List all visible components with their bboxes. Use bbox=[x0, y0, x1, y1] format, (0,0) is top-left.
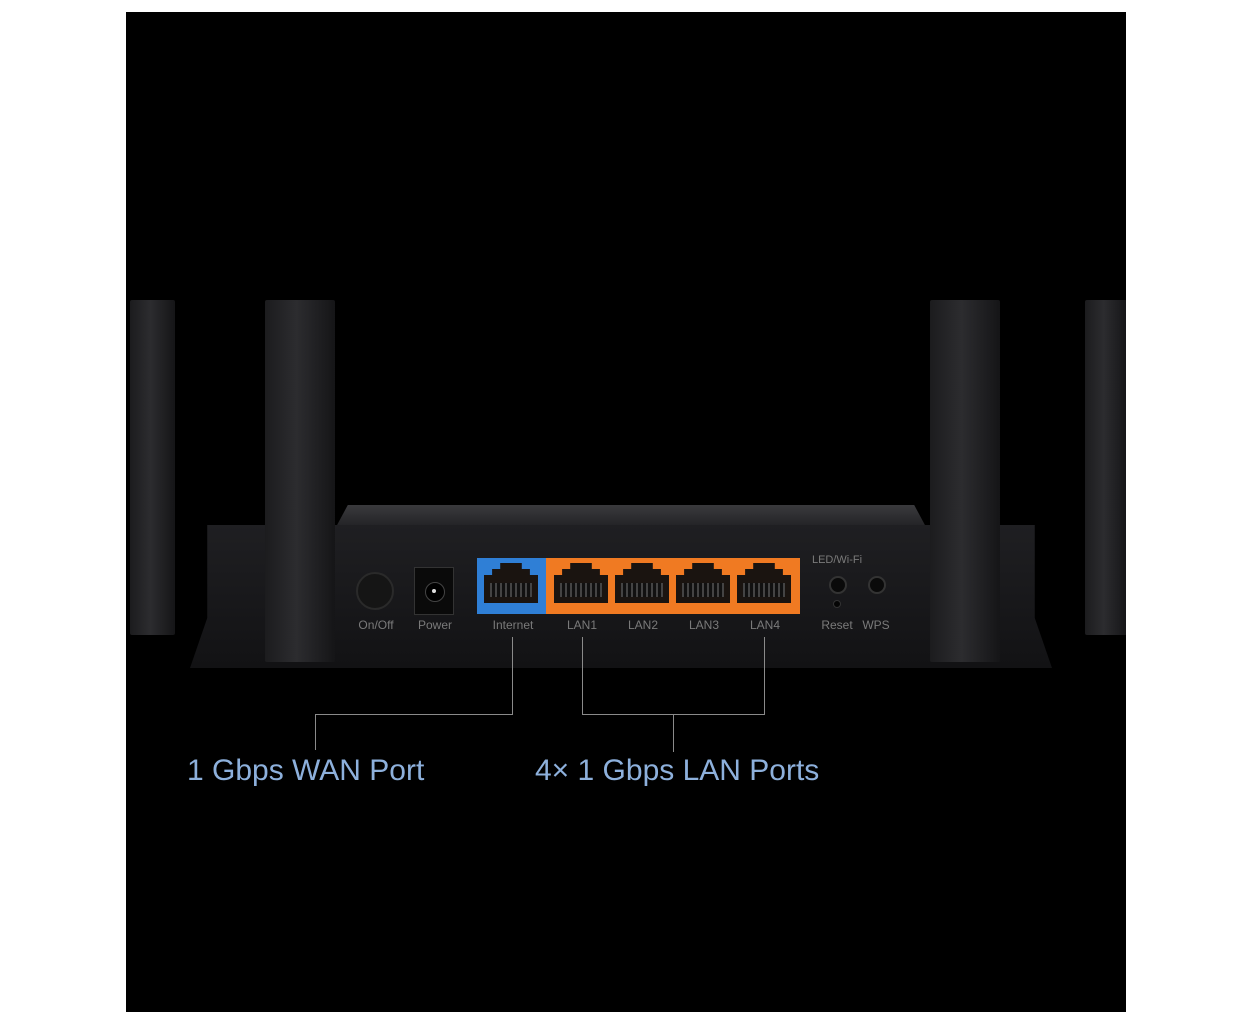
lan-caption: 4× 1 Gbps LAN Ports bbox=[535, 754, 820, 787]
lan3-port bbox=[676, 563, 730, 603]
router-top-face bbox=[336, 505, 926, 527]
wan-callout-line bbox=[512, 637, 513, 714]
lan1-label: LAN1 bbox=[566, 618, 598, 632]
led-wifi-label: LED/Wi-Fi bbox=[811, 554, 863, 566]
led-wifi-button[interactable] bbox=[829, 576, 847, 594]
switch-label: On/Off bbox=[358, 618, 394, 632]
wan-callout-line bbox=[315, 714, 513, 715]
router-product-image: On/Off Power Internet LAN1 LAN2 LAN3 LAN… bbox=[126, 12, 1126, 1012]
lan4-port bbox=[737, 563, 791, 603]
internet-port bbox=[484, 563, 538, 603]
wps-button[interactable] bbox=[868, 576, 886, 594]
wan-callout-line bbox=[315, 714, 316, 750]
lan1-port bbox=[554, 563, 608, 603]
power-label: Power bbox=[417, 618, 453, 632]
power-jack bbox=[414, 567, 454, 615]
lan4-label: LAN4 bbox=[749, 618, 781, 632]
antenna-outer-left bbox=[130, 300, 175, 635]
antenna-inner-left bbox=[265, 300, 335, 662]
antenna-outer-right bbox=[1085, 300, 1126, 635]
reset-pinhole[interactable] bbox=[833, 600, 841, 608]
wan-caption: 1 Gbps WAN Port bbox=[187, 754, 425, 787]
lan2-port bbox=[615, 563, 669, 603]
antenna-inner-right bbox=[930, 300, 1000, 662]
lan3-label: LAN3 bbox=[688, 618, 720, 632]
lan-callout-line bbox=[673, 714, 674, 752]
wps-label: WPS bbox=[862, 618, 890, 632]
internet-label: Internet bbox=[492, 618, 534, 632]
lan2-label: LAN2 bbox=[627, 618, 659, 632]
lan-callout-line bbox=[764, 637, 765, 714]
lan-callout-line bbox=[582, 637, 583, 714]
power-switch[interactable] bbox=[356, 572, 394, 610]
reset-label: Reset bbox=[821, 618, 853, 632]
